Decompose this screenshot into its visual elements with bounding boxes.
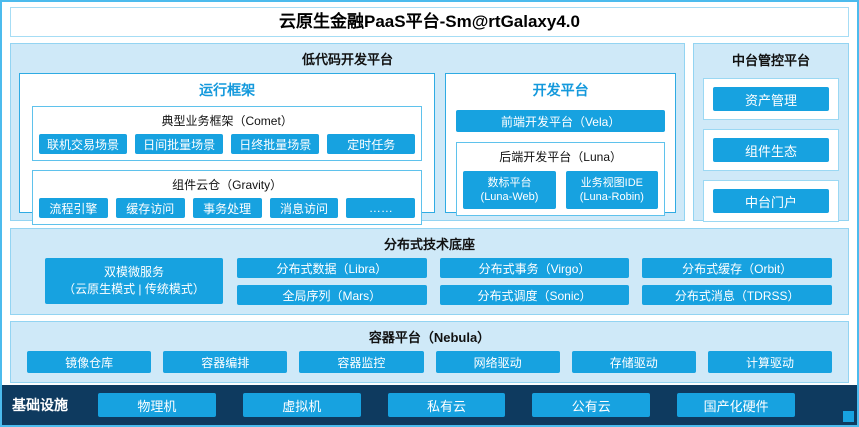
lowcode-body: 运行框架 典型业务框架（Comet） 联机交易场景 日间批量场景 日终批量场景 … <box>19 73 676 225</box>
luna-tool-code: (Luna-Web) <box>480 191 539 203</box>
dual-mode-line1: 双模微服务 <box>103 265 164 280</box>
container-platform-title: 容器平台（Nebula） <box>368 330 491 345</box>
container-capability-item: 容器监控 <box>299 351 424 373</box>
main-row: 低代码开发平台 运行框架 典型业务框架（Comet） 联机交易场景 日间批量场景… <box>10 43 849 225</box>
lowcode-platform-section: 低代码开发平台 运行框架 典型业务框架（Comet） 联机交易场景 日间批量场景… <box>10 43 685 225</box>
dual-mode-line2: （云原生模式 | 传统模式） <box>63 282 205 296</box>
container-capability-item: 网络驱动 <box>435 351 560 373</box>
comet-items-row: 联机交易场景 日间批量场景 日终批量场景 定时任务 <box>39 134 416 154</box>
component-item: 缓存访问 <box>115 198 185 218</box>
runtime-framework-panel: 运行框架 典型业务框架（Comet） 联机交易场景 日间批量场景 日终批量场景 … <box>19 73 436 225</box>
dev-platform-panel: 开发平台 前端开发平台（Vela） 后端开发平台（Luna） 数标平台 (Lun… <box>445 73 676 216</box>
distributed-service-item: 分布式调度（Sonic） <box>439 285 630 305</box>
mid-platform-cell: 中台门户 <box>703 180 839 222</box>
infrastructure-item: 公有云 <box>532 393 651 417</box>
infrastructure-item: 国产化硬件 <box>677 393 795 417</box>
infrastructure-item: 虚拟机 <box>242 393 361 417</box>
distributed-services-grid: 分布式数据（Libra） 分布式事务（Virgo） 分布式缓存（Orbit） 全… <box>237 258 832 305</box>
distributed-service-item: 分布式缓存（Orbit） <box>642 258 832 278</box>
luna-title: 后端开发平台（Luna） <box>499 150 622 164</box>
vela-frontend-platform: 前端开发平台（Vela） <box>456 110 665 132</box>
distributed-body: 双模微服务 （云原生模式 | 传统模式） 分布式数据（Libra） 分布式事务（… <box>21 258 838 305</box>
corner-decoration <box>843 411 854 422</box>
distributed-service-item: 分布式消息（TDRSS） <box>642 285 832 305</box>
scenario-item: 日间批量场景 <box>135 134 224 154</box>
scenario-item: 日终批量场景 <box>231 134 320 154</box>
comet-title: 典型业务框架（Comet） <box>161 114 293 128</box>
component-item: 消息访问 <box>269 198 339 218</box>
component-item: …… <box>346 198 416 218</box>
dual-mode-microservice: 双模微服务 （云原生模式 | 传统模式） <box>45 258 223 304</box>
infrastructure-items-row: 物理机 虚拟机 私有云 公有云 国产化硬件 <box>98 393 795 417</box>
luna-tool-item: 数标平台 (Luna-Web) <box>463 171 556 209</box>
mid-platform-item: 组件生态 <box>713 138 829 162</box>
distributed-service-item: 分布式事务（Virgo） <box>439 258 630 278</box>
gravity-title: 组件云仓（Gravity） <box>172 178 283 192</box>
scenario-item: 定时任务 <box>327 134 416 154</box>
luna-tool-name: 业务视图IDE <box>580 176 643 189</box>
container-items-row: 镜像仓库 容器编排 容器监控 网络驱动 存储驱动 计算驱动 <box>21 351 838 373</box>
infrastructure-bar: 基础设施 物理机 虚拟机 私有云 公有云 国产化硬件 <box>2 385 857 425</box>
container-capability-item: 容器编排 <box>163 351 288 373</box>
luna-tool-name: 数标平台 <box>487 176 532 189</box>
container-capability-item: 存储驱动 <box>571 351 696 373</box>
runtime-framework-title: 运行框架 <box>199 82 256 98</box>
mid-platform-section: 中台管控平台 资产管理 组件生态 中台门户 <box>693 43 849 222</box>
gravity-items-row: 流程引擎 缓存访问 事务处理 消息访问 …… <box>39 198 416 218</box>
dev-platform-title: 开发平台 <box>532 82 589 98</box>
mid-platform-title: 中台管控平台 <box>731 53 810 68</box>
luna-tool-code: (Luna-Robin) <box>579 191 644 203</box>
distributed-base-title: 分布式技术底座 <box>383 237 475 252</box>
container-capability-item: 计算驱动 <box>707 351 833 373</box>
comet-box: 典型业务框架（Comet） 联机交易场景 日间批量场景 日终批量场景 定时任务 <box>32 106 423 161</box>
mid-platform-item: 中台门户 <box>713 189 829 213</box>
infrastructure-item: 私有云 <box>387 393 506 417</box>
distributed-service-item: 全局序列（Mars） <box>237 285 427 305</box>
mid-platform-item: 资产管理 <box>713 87 829 111</box>
luna-tool-item: 业务视图IDE (Luna-Robin) <box>565 171 659 209</box>
infrastructure-title: 基础设施 <box>12 397 68 413</box>
component-item: 事务处理 <box>192 198 262 218</box>
container-platform-section: 容器平台（Nebula） 镜像仓库 容器编排 容器监控 网络驱动 存储驱动 计算… <box>10 321 849 383</box>
mid-platform-cell: 组件生态 <box>703 129 839 171</box>
container-capability-item: 镜像仓库 <box>27 351 152 373</box>
infrastructure-item: 物理机 <box>98 393 216 417</box>
lowcode-platform-title: 低代码开发平台 <box>301 52 393 67</box>
distributed-base-section: 分布式技术底座 双模微服务 （云原生模式 | 传统模式） 分布式数据（Libra… <box>10 228 849 315</box>
distributed-service-item: 分布式数据（Libra） <box>237 258 427 278</box>
luna-items-row: 数标平台 (Luna-Web) 业务视图IDE (Luna-Robin) <box>463 171 659 209</box>
component-item: 流程引擎 <box>39 198 108 218</box>
mid-platform-cell: 资产管理 <box>703 78 839 120</box>
gravity-box: 组件云仓（Gravity） 流程引擎 缓存访问 事务处理 消息访问 …… <box>32 170 423 225</box>
page-title: 云原生金融PaaS平台-Sm@rtGalaxy4.0 <box>10 7 849 37</box>
scenario-item: 联机交易场景 <box>39 134 128 154</box>
luna-box: 后端开发平台（Luna） 数标平台 (Luna-Web) 业务视图IDE (Lu… <box>456 142 665 216</box>
